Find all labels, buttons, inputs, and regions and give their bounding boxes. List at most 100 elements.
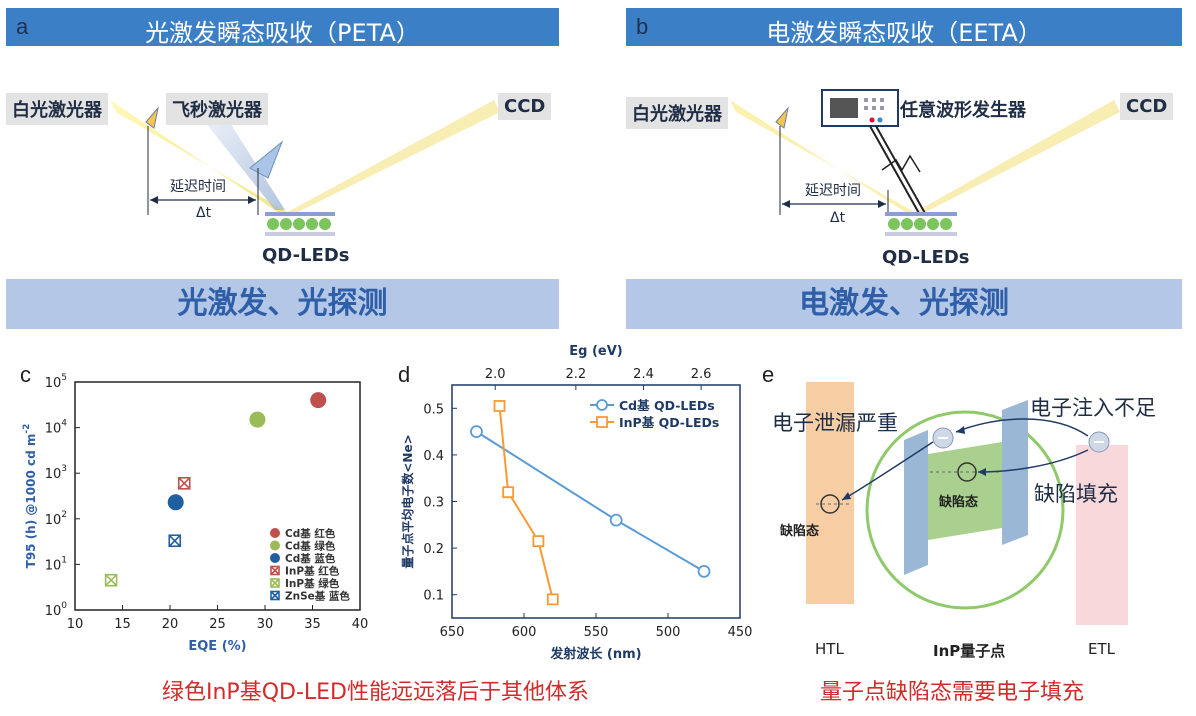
inject-label: 电子注入不足 <box>1030 396 1156 420</box>
fs-laser-label: 飞秒激光器 <box>166 93 268 125</box>
x-tick-label-d: 500 <box>656 625 681 640</box>
data-point-d <box>546 593 559 606</box>
data-point-c-x <box>178 477 191 490</box>
panel-d-letter: d <box>398 362 411 387</box>
fill-label: 缺陷填充 <box>1034 482 1118 506</box>
filling-arrow <box>977 449 1089 473</box>
data-point-d <box>493 400 506 412</box>
x-tick-label-d: 600 <box>512 625 537 640</box>
legend-label-c: Cd基 绿色 <box>285 540 336 553</box>
data-point-d <box>532 535 545 548</box>
series-line-d <box>475 430 705 573</box>
delay-label-b: 延迟时间 <box>805 183 861 199</box>
legend-marker-c <box>270 540 280 551</box>
trap-label-core: 缺陷态 <box>939 495 979 510</box>
data-point-c <box>167 494 184 511</box>
etl-layer <box>1076 445 1128 625</box>
y-tick-label-d: 0.4 <box>423 449 444 464</box>
probe-mirror-b <box>775 106 789 129</box>
panel-b-title: 电激发瞬态吸收（EETA） <box>766 19 1042 47</box>
qd-led-layer-bottom <box>265 232 335 236</box>
x2-tick-label-d: 2.2 <box>565 367 586 382</box>
legend-marker-c-x <box>270 590 280 601</box>
probe-mirror <box>145 106 159 129</box>
qd-led-layer-top <box>265 212 335 216</box>
panel-a-letter: a <box>16 14 29 39</box>
y-tick-label-c: 103 <box>45 464 67 482</box>
legend-label-c: Cd基 红色 <box>285 527 336 540</box>
x2-tick-label-d: 2.0 <box>485 367 506 382</box>
y-tick-label-d: 0.1 <box>423 589 444 604</box>
y-tick-label-c: 102 <box>45 510 67 528</box>
htl-layer <box>806 382 854 604</box>
white-laser-label-a: 白光激光器 <box>6 93 108 125</box>
pump-beam <box>205 115 285 210</box>
dt-label-a: Δt <box>196 205 212 221</box>
panel-e-diagram <box>806 382 1128 625</box>
x-tick-label-c: 20 <box>162 617 179 632</box>
data-point-d <box>609 513 623 527</box>
legend-marker-d <box>596 399 608 411</box>
y-tick-label-d: 0.2 <box>423 542 444 557</box>
y-tick-label-c: 101 <box>45 555 67 573</box>
legend-label-d: Cd基 QD-LEDs <box>619 398 715 413</box>
legend-label-c: Cd基 蓝色 <box>285 552 336 565</box>
y-tick-label-d: 0.3 <box>423 496 444 511</box>
legend-marker-d <box>596 416 608 428</box>
x-tick-label-c: 30 <box>257 617 274 632</box>
qd-core <box>928 442 1002 540</box>
x-tick-label-d: 450 <box>728 625 753 640</box>
y-tick-label-c: 104 <box>45 419 68 437</box>
y-tick-label-d: 0.5 <box>423 402 444 417</box>
legend-marker-c <box>270 553 280 563</box>
legend-marker-c-x <box>270 565 280 576</box>
x-tick-label-c: 15 <box>114 617 131 632</box>
data-point-c <box>310 392 327 409</box>
panel-a-diagram <box>110 100 500 236</box>
legend-marker-c-x <box>270 578 280 588</box>
x-tick-label-c: 35 <box>304 617 321 632</box>
qd-dots-a <box>267 218 331 230</box>
x-tick-label-d: 550 <box>584 625 609 640</box>
probe-beam-out-b <box>910 100 1120 215</box>
x2-axis-label-d: Eg (eV) <box>569 344 622 359</box>
etl-label: ETL <box>1088 640 1115 658</box>
data-point-d <box>470 425 483 438</box>
y-tick-label-c: 100 <box>45 601 68 619</box>
legend-label-c: ZnSe基 蓝色 <box>285 590 350 603</box>
legend-label-d: InP基 QD-LEDs <box>619 415 719 430</box>
panel-c-caption: 绿色InP基QD-LED性能远远落后于其他体系 <box>162 680 589 705</box>
dt-label-b: Δt <box>830 210 846 226</box>
panel-e-caption: 量子点缺陷态需要电子填充 <box>820 680 1085 705</box>
white-laser-label-b: 白光激光器 <box>626 97 728 129</box>
panel-b-letter: b <box>636 14 649 39</box>
leak-label: 电子泄漏严重 <box>772 411 898 435</box>
ccd-label-b: CCD <box>1120 93 1174 120</box>
legend-marker-c <box>270 528 280 538</box>
y-tick-label-c: 105 <box>45 373 67 391</box>
data-point-d <box>697 564 711 578</box>
x-tick-label-c: 25 <box>209 617 226 632</box>
series-line-d <box>498 405 554 600</box>
data-point-c-x <box>105 574 118 587</box>
data-point-d <box>502 486 515 499</box>
panel-b-diagram <box>730 89 1120 236</box>
x2-tick-label-d: 2.4 <box>633 367 654 382</box>
qd-barrier-left <box>904 430 928 575</box>
probe-beam-out <box>282 100 500 215</box>
x2-tick-label-d: 2.6 <box>691 367 712 382</box>
qd-dots-b <box>888 218 952 230</box>
data-point-c-x <box>168 534 181 547</box>
ccd-label-a: CCD <box>498 93 552 120</box>
trap-state-core <box>957 462 977 482</box>
x-tick-label-c: 10 <box>67 617 84 632</box>
qd-barrier-right <box>1002 400 1028 545</box>
data-point-c <box>249 411 266 428</box>
legend-label-c: InP基 红色 <box>285 565 340 578</box>
panel-b-banner: 电激发、光探测 <box>626 279 1182 329</box>
x-axis-label-d: 发射波长 (nm) <box>549 646 641 662</box>
qd-leds-label-a: QD-LEDs <box>262 245 350 266</box>
y-axis-label-c: T95 (h) @1000 cd m-2 <box>22 424 38 569</box>
delay-label-a: 延迟时间 <box>170 179 226 195</box>
